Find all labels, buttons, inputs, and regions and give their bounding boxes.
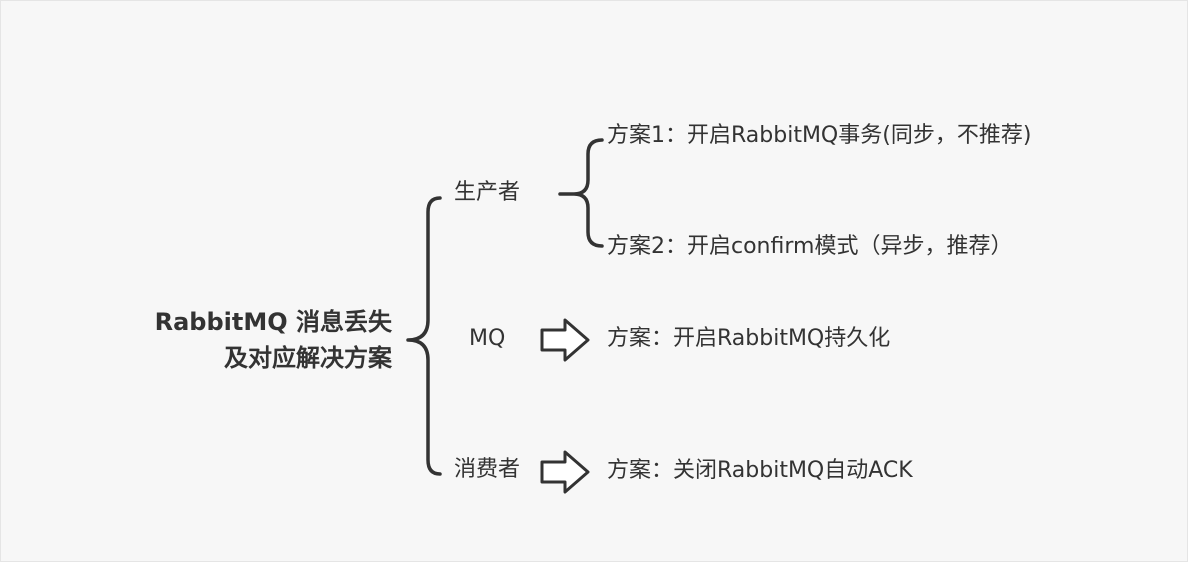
consumer-arrow-icon <box>540 450 590 494</box>
main-brace <box>406 196 442 476</box>
producer-solution-2: 方案2：开启confirm模式（异步，推荐） <box>607 234 1013 259</box>
mq-node: MQ <box>469 326 506 351</box>
producer-solution-1: 方案1：开启RabbitMQ事务(同步，不推荐) <box>607 123 1032 148</box>
root-title-line-1: RabbitMQ 消息丢失 <box>154 308 392 336</box>
producer-node: 生产者 <box>454 180 521 205</box>
consumer-solution: 方案：关闭RabbitMQ自动ACK <box>607 458 913 483</box>
producer-brace <box>558 138 604 248</box>
root-title-line-2: 及对应解决方案 <box>224 344 392 372</box>
consumer-node: 消费者 <box>454 457 521 482</box>
mq-solution: 方案：开启RabbitMQ持久化 <box>607 326 891 351</box>
mq-arrow-icon <box>540 318 590 362</box>
